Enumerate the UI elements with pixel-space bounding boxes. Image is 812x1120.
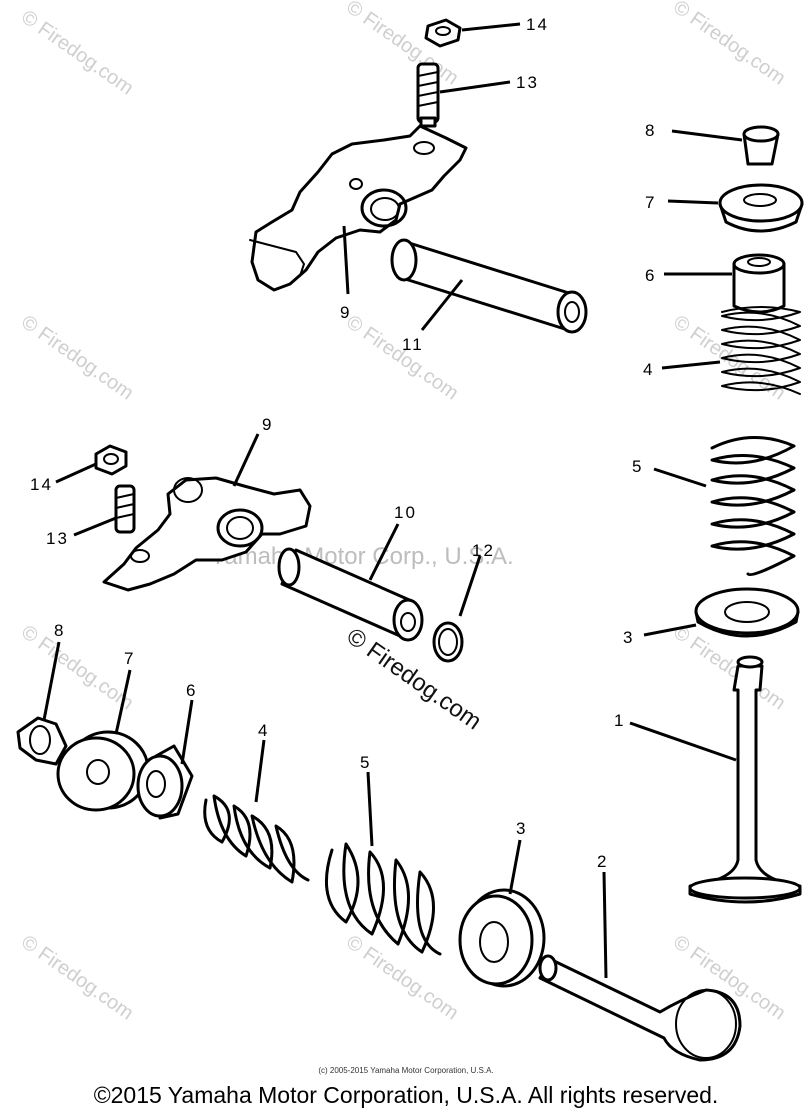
label-13-upper: 13: [516, 73, 539, 92]
label-14-lower: 14: [30, 475, 53, 494]
watermark-bc: © Firedog.com: [342, 931, 462, 1024]
label-9-lower: 9: [262, 415, 273, 434]
label-4-upper: 4: [643, 360, 654, 379]
footer-copyright: ©2015 Yamaha Motor Corporation, U.S.A. A…: [93, 1082, 719, 1108]
cotter-8-upper: [742, 125, 780, 166]
o-ring-12: [432, 621, 464, 663]
label-14-upper: 14: [526, 15, 549, 34]
spring-seat-3-lower: [458, 888, 546, 988]
watermark-yamaha: Yamaha Motor Corp., U.S.A.: [210, 543, 514, 570]
inner-spring-4-upper: [721, 306, 801, 395]
label-7-lower: 7: [124, 649, 135, 668]
inner-spring-4-lower: [203, 794, 310, 884]
rocker-arm-9-lower: [102, 476, 312, 592]
spring-seat-6-lower: [136, 744, 194, 820]
part-labels: 14 13 9 11 8 7 6 4 5 3 1 9 14 13 10 12 8…: [30, 15, 656, 871]
valve-1: [688, 655, 802, 904]
nut-14-upper: [424, 18, 462, 48]
watermark-ll: © Firedog.com: [17, 621, 137, 714]
watermark-tr: © Firedog.com: [669, 0, 789, 89]
label-6-upper: 6: [645, 266, 656, 285]
nut-14-lower: [94, 444, 128, 476]
label-4-lower: 4: [258, 721, 269, 740]
label-1: 1: [614, 711, 625, 730]
valve-2: [538, 954, 742, 1062]
label-8-upper: 8: [645, 121, 656, 140]
rocker-shaft-11: [390, 238, 588, 334]
label-5-lower: 5: [360, 753, 371, 772]
leader-lines: [42, 22, 743, 979]
rocker-arm-9-upper: [249, 124, 468, 292]
cotter-8-lower: [16, 716, 68, 766]
spring-seat-3-upper: [694, 587, 800, 638]
label-9-upper: 9: [340, 303, 351, 322]
adjuster-screw-13-lower: [114, 484, 136, 534]
outer-spring-5-lower: [325, 842, 442, 956]
label-11: 11: [402, 335, 424, 354]
adjuster-screw-13-upper: [416, 62, 440, 128]
label-7-upper: 7: [645, 193, 656, 212]
watermark-tl: © Firedog.com: [17, 6, 137, 99]
label-3-lower: 3: [516, 819, 527, 838]
rocker-shaft-10: [277, 547, 424, 642]
label-13-lower: 13: [46, 529, 69, 548]
label-6-lower: 6: [186, 681, 197, 700]
label-5-upper: 5: [632, 457, 643, 476]
outer-spring-5-upper: [710, 436, 796, 577]
small-copyright-credit: (c) 2005-2015 Yamaha Motor Corporation, …: [318, 1066, 494, 1075]
watermark-bl: © Firedog.com: [17, 931, 137, 1024]
label-2: 2: [597, 852, 608, 871]
watermark-mc: © Firedog.com: [342, 311, 462, 404]
retainer-7-lower: [56, 730, 150, 812]
watermark-ml: © Firedog.com: [17, 311, 137, 404]
spring-seat-6-upper: [732, 253, 786, 314]
label-8-lower: 8: [54, 621, 65, 640]
label-3-upper: 3: [623, 628, 634, 647]
label-10: 10: [394, 503, 417, 522]
retainer-7-upper: [718, 183, 804, 233]
label-12: 12: [472, 541, 495, 560]
